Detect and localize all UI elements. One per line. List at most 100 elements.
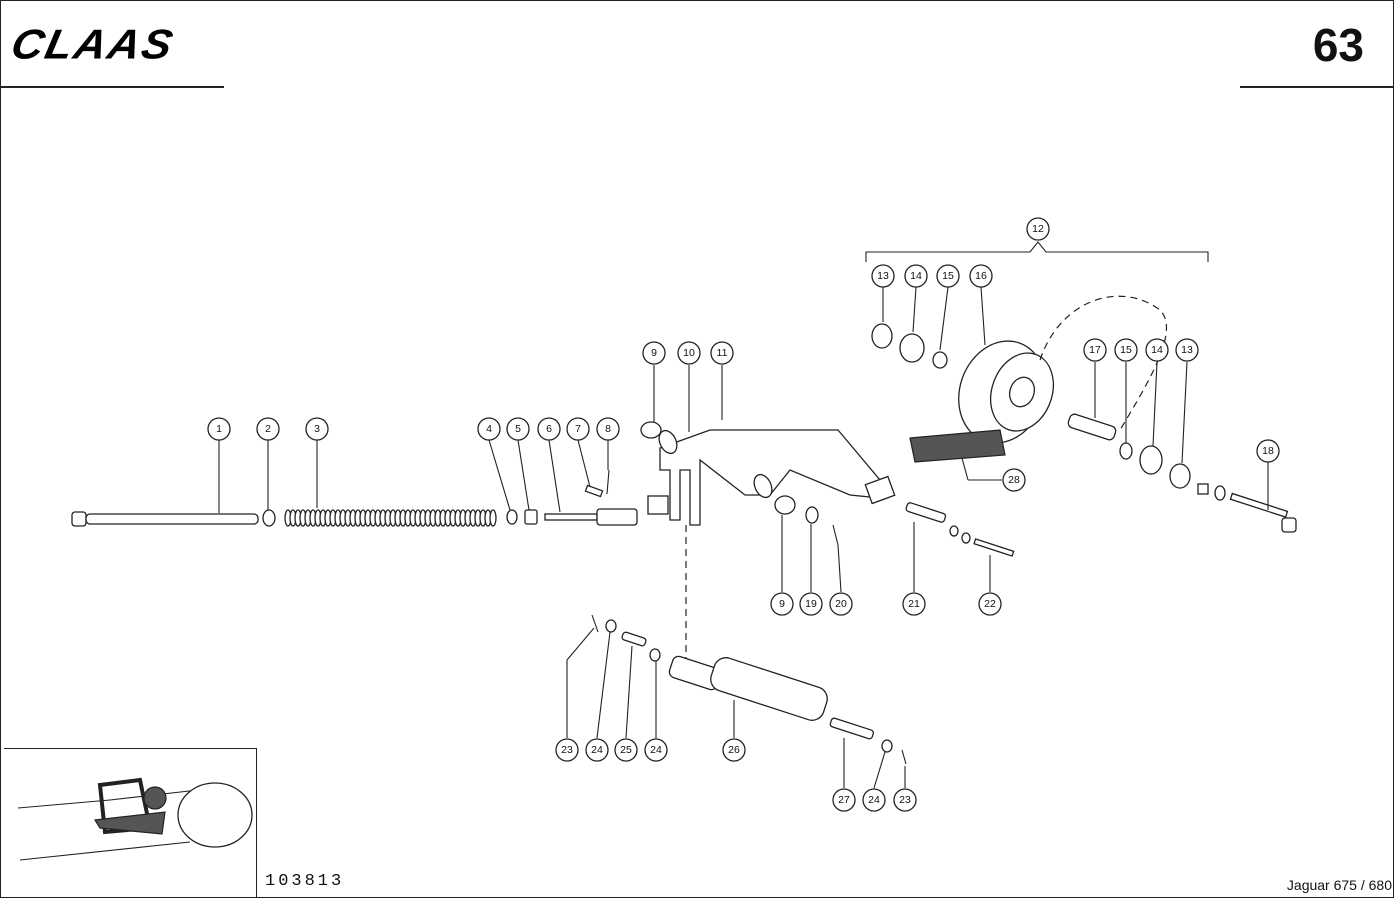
callout-14: 14	[904, 264, 928, 288]
callout-10: 10	[677, 341, 701, 365]
part-spacer-17	[1067, 413, 1117, 441]
part-circlip-15	[932, 351, 948, 369]
part-bolt	[71, 511, 259, 527]
callout-label: 4	[486, 423, 492, 435]
callout-label: 22	[984, 598, 996, 610]
callout-19: 19	[799, 592, 823, 616]
part-pin-20	[832, 524, 839, 546]
callout-label: 14	[1151, 344, 1163, 356]
part-washer-19	[805, 506, 819, 524]
part-washer-4	[506, 509, 518, 525]
callout-label: 24	[591, 744, 603, 756]
callout-label: 15	[1120, 344, 1132, 356]
callout-label: 18	[1262, 445, 1274, 457]
part-cylinder	[668, 655, 828, 721]
model-name: Jaguar 675 / 680	[1286, 877, 1392, 893]
inset-frame	[4, 748, 257, 897]
assembly-bracket	[865, 241, 1209, 262]
spring-coil	[489, 509, 497, 527]
part-bearing-14b	[1139, 445, 1163, 475]
part-washer-24	[605, 619, 617, 633]
callout-9: 9	[770, 592, 794, 616]
part-pin-21	[905, 502, 947, 523]
callout-label: 17	[1089, 344, 1101, 356]
callout-label: 25	[620, 744, 632, 756]
callout-6: 6	[537, 417, 561, 441]
callout-label: 3	[314, 423, 320, 435]
callout-23: 23	[555, 738, 579, 762]
drawing-number: 103813	[265, 872, 345, 891]
part-threaded-rod	[544, 508, 638, 526]
inset-locator-diagram	[17, 777, 253, 861]
part-circlip-15b	[1119, 442, 1133, 460]
part-nut-5	[524, 509, 538, 525]
callout-label: 19	[805, 598, 817, 610]
callout-9: 9	[642, 341, 666, 365]
callout-label: 21	[908, 598, 920, 610]
callout-15: 15	[1114, 338, 1138, 362]
callout-2: 2	[256, 417, 280, 441]
callout-8: 8	[596, 417, 620, 441]
callout-14: 14	[1145, 338, 1169, 362]
callout-label: 9	[651, 347, 657, 359]
callout-label: 10	[683, 347, 695, 359]
callout-13: 13	[871, 264, 895, 288]
part-bolt-22	[949, 525, 1015, 557]
callout-label: 6	[546, 423, 552, 435]
callout-label: 20	[835, 598, 847, 610]
callout-13: 13	[1175, 338, 1199, 362]
part-spring	[284, 509, 497, 527]
callout-24: 24	[585, 738, 609, 762]
part-bolt-18	[1197, 483, 1297, 533]
page-number: 63	[1312, 19, 1364, 71]
callout-label: 28	[1008, 474, 1020, 486]
part-washer	[262, 509, 276, 527]
header-rule-left	[0, 86, 224, 88]
part-split-pin-8	[606, 469, 610, 495]
callout-27: 27	[832, 788, 856, 812]
part-pin-7	[584, 484, 604, 498]
callout-1: 1	[207, 417, 231, 441]
part-washer-24b	[649, 648, 661, 662]
callout-label: 13	[877, 270, 889, 282]
callout-label: 14	[910, 270, 922, 282]
callout-25: 25	[614, 738, 638, 762]
callout-label: 23	[561, 744, 573, 756]
callout-label: 13	[1181, 344, 1193, 356]
callout-21: 21	[902, 592, 926, 616]
part-circlip-13	[871, 323, 893, 349]
callout-label: 27	[838, 794, 850, 806]
callout-label: 15	[942, 270, 954, 282]
callout-15: 15	[936, 264, 960, 288]
callout-label: 9	[779, 598, 785, 610]
callout-label: 23	[899, 794, 911, 806]
callout-23: 23	[893, 788, 917, 812]
callout-26: 26	[722, 738, 746, 762]
part-bearing-14	[899, 333, 925, 363]
callout-label: 24	[650, 744, 662, 756]
callout-label: 7	[575, 423, 581, 435]
callout-7: 7	[566, 417, 590, 441]
callout-3: 3	[305, 417, 329, 441]
callout-label: 16	[975, 270, 987, 282]
callout-label: 24	[868, 794, 880, 806]
callout-label: 2	[265, 423, 271, 435]
part-pin-27	[829, 717, 875, 740]
callout-label: 12	[1032, 223, 1044, 235]
callout-28: 28	[1002, 468, 1026, 492]
callout-label: 5	[515, 423, 521, 435]
callout-24: 24	[644, 738, 668, 762]
part-tension-arm	[640, 421, 896, 526]
callout-24: 24	[862, 788, 886, 812]
callout-17: 17	[1083, 338, 1107, 362]
callout-12: 12	[1026, 217, 1050, 241]
part-washer-24c	[881, 739, 893, 753]
callout-5: 5	[506, 417, 530, 441]
callout-label: 1	[216, 423, 222, 435]
part-circlip-13b	[1169, 463, 1191, 489]
callout-4: 4	[477, 417, 501, 441]
callout-11: 11	[710, 341, 734, 365]
